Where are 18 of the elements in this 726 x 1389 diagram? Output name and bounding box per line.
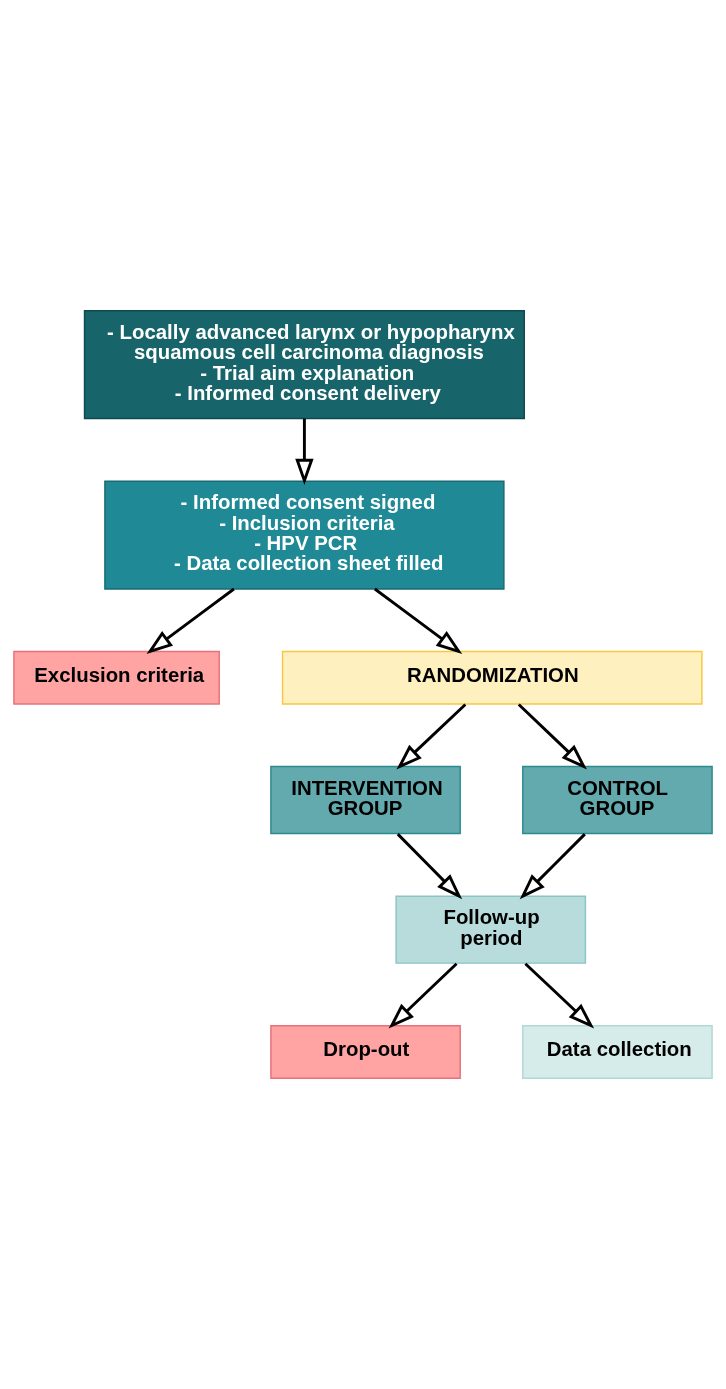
arrow xyxy=(388,962,458,1029)
arrow xyxy=(146,587,235,654)
node-box: INTERVENTION GROUP xyxy=(270,765,461,835)
arrow xyxy=(396,703,467,770)
node-box: Data collection xyxy=(522,1025,713,1079)
node-box: - Locally advanced larynx or hypopharynx squamous cell carcinoma diagnosis - Trial aim explanation - Informed consent delivery xyxy=(83,310,525,420)
arrow xyxy=(524,962,595,1029)
node-box: Exclusion criteria xyxy=(13,650,220,705)
arrow xyxy=(517,703,587,770)
node-box: RANDOMIZATION xyxy=(281,650,703,705)
arrow xyxy=(519,833,586,900)
node-box: Drop-out xyxy=(270,1025,461,1079)
arrow xyxy=(374,587,463,654)
node-box: CONTROL GROUP xyxy=(522,765,713,835)
arrow xyxy=(295,418,314,486)
node-box: Follow-up period xyxy=(395,895,587,964)
node-box: - Informed consent signed - Inclusion criteria - HPV PCR - Data collection sheet filled xyxy=(104,480,505,590)
arrow xyxy=(396,833,463,900)
